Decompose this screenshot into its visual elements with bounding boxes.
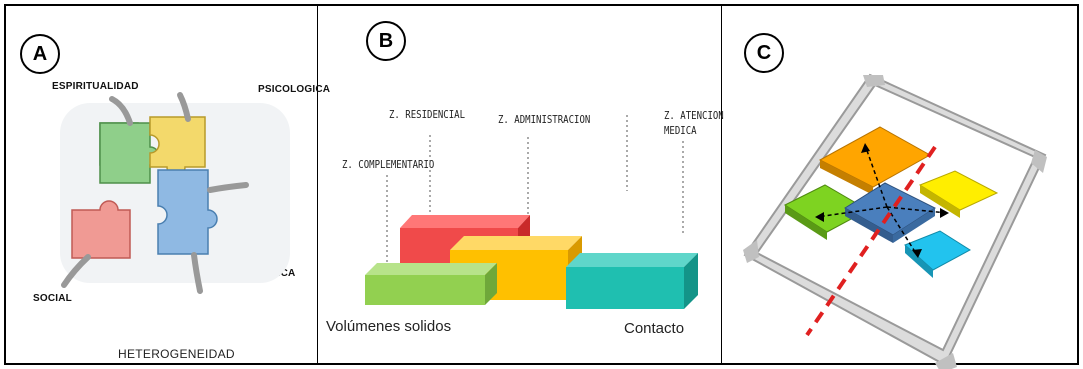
zone-label-residencial: Z. RESIDENCIAL	[389, 108, 466, 121]
hand-right	[207, 182, 249, 193]
label-psicologica: PSICOLOGICA	[258, 84, 331, 95]
main-axis-line	[805, 145, 937, 337]
hand-bottom	[191, 252, 203, 294]
caption-contacto: Contacto	[624, 320, 685, 337]
zone-label-atencion-line2: MEDICA	[664, 124, 697, 137]
volume-teal	[566, 253, 698, 309]
panel-divider-right	[721, 4, 722, 365]
panel-divider-left	[317, 4, 318, 365]
caption-volumenes: Volúmenes solidos	[326, 318, 452, 335]
zone-label-atencion-line1: Z. ATENCION	[664, 109, 724, 122]
platform-corner-left	[743, 240, 759, 263]
block-blue-center	[844, 182, 937, 243]
platform-corner-bottom	[935, 353, 957, 369]
block-cyan	[904, 230, 971, 278]
zoning-plan	[743, 73, 1047, 369]
panel-c-badge: C	[744, 33, 784, 73]
puzzle-piece-yellow	[149, 116, 206, 177]
volume-green	[365, 263, 497, 305]
block-yellow	[918, 170, 999, 218]
puzzle-illustration	[60, 92, 290, 294]
zone-label-administracion: Z. ADMINISTRACION	[498, 113, 591, 126]
puzzle-piece-red	[71, 200, 131, 259]
arrowheads	[815, 143, 949, 258]
label-espiritualidad: ESPIRITUALIDAD	[52, 81, 139, 92]
panel-b-badge: B	[366, 21, 406, 61]
hand-top-right	[177, 92, 191, 122]
platform-corner-top	[863, 75, 885, 87]
hand-bottom-left	[61, 254, 91, 288]
puzzle-piece-blue	[157, 169, 218, 255]
caption-heterogeneidad: HETEROGENEIDAD	[118, 347, 235, 361]
platform-corner-right	[1031, 150, 1047, 173]
volumes-diagram	[365, 115, 698, 309]
zone-label-complementario: Z. COMPLEMENTARIO	[342, 158, 435, 171]
label-social: SOCIAL	[33, 293, 72, 304]
panel-a-badge: A	[20, 34, 60, 74]
circulation-arrows	[816, 144, 948, 256]
hand-top-left	[109, 96, 133, 126]
